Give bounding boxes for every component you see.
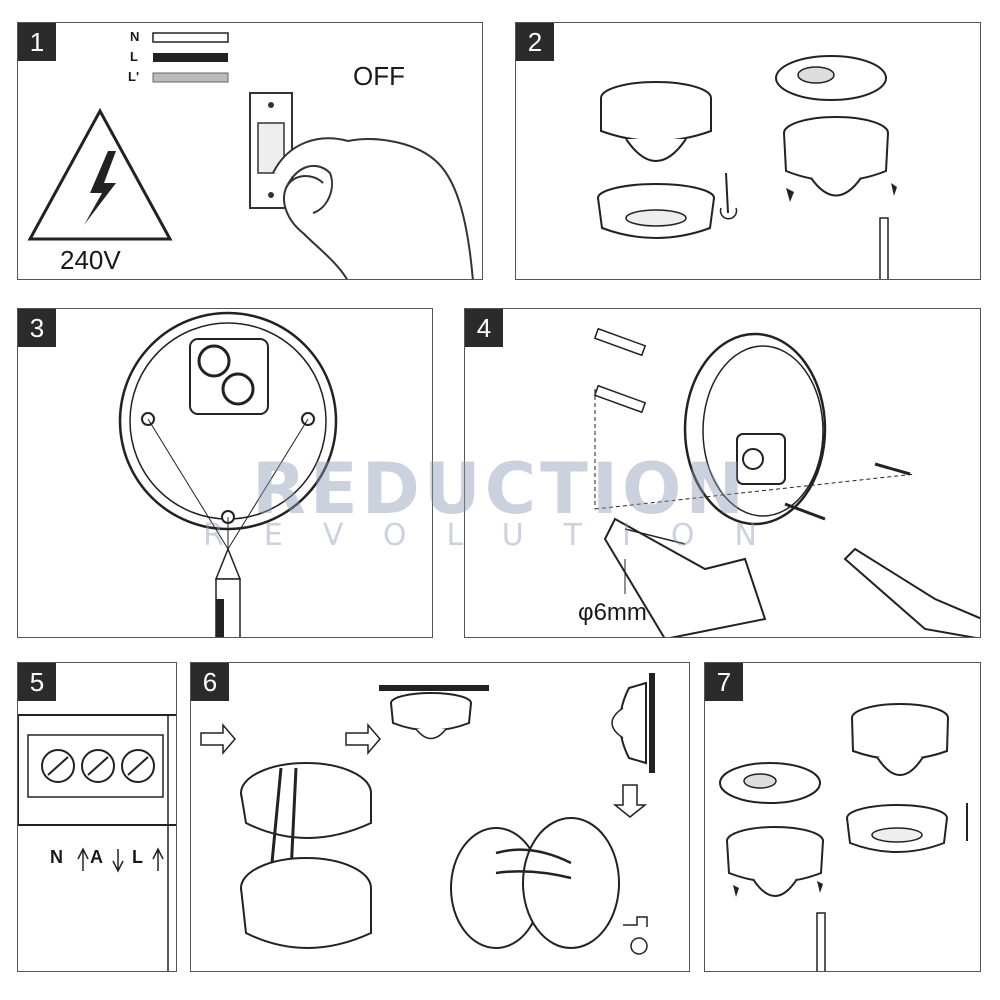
neutral-wire-swatch <box>152 32 229 43</box>
sensor-housing <box>600 98 712 142</box>
arrow-right-icon <box>345 722 381 756</box>
step-5-illustration <box>18 714 176 971</box>
drill-size-label: φ6mm <box>578 599 647 626</box>
screwdriver-icon <box>843 547 980 637</box>
wall-surface <box>649 673 655 773</box>
drill-icon <box>603 517 767 637</box>
lamp-icon <box>630 937 648 955</box>
screw-icon <box>817 881 823 893</box>
voltage-label: 240V <box>60 245 121 275</box>
sensor-housing <box>783 132 889 182</box>
arrow-up-icon <box>77 847 89 871</box>
step-number: 7 <box>705 663 743 701</box>
sensor-housing <box>726 840 824 883</box>
screw-icon <box>891 183 897 196</box>
off-label: OFF <box>353 61 405 91</box>
cable <box>269 767 298 874</box>
mounting-base <box>522 817 620 949</box>
pencil-icon <box>214 546 242 580</box>
terminal-label-l: L <box>132 847 143 867</box>
screw-icon <box>786 188 794 202</box>
mounting-base-side <box>683 332 827 526</box>
terminal-label-a: A <box>90 847 103 867</box>
arrow-down-icon <box>612 784 648 818</box>
step-4-illustration <box>593 327 980 637</box>
wall-plug-icon <box>593 327 647 357</box>
step-4-panel: 4 φ6mm <box>464 308 981 638</box>
hand-illustration <box>272 137 474 279</box>
wall-mounted-sensor <box>619 681 647 765</box>
wire-label-l-prime: L' <box>128 69 140 84</box>
arrow-up-icon <box>152 847 164 871</box>
screwdriver-icon <box>816 912 826 971</box>
arrow-down-icon <box>112 849 124 873</box>
step-number: 1 <box>18 23 56 61</box>
step-number: 3 <box>18 309 56 347</box>
sensor-housing <box>851 717 949 761</box>
ceiling-surface <box>379 685 489 691</box>
step-7-illustration <box>719 703 968 971</box>
step-1-panel: 1 N L L' OFF 240V <box>17 22 483 280</box>
arrow-right-icon <box>200 722 236 756</box>
cable-entry <box>221 372 255 406</box>
switched-live-wire-swatch <box>152 72 229 83</box>
terminal-label-n: N <box>50 847 63 867</box>
live-wire-swatch <box>153 53 228 62</box>
sensor-dome <box>625 138 687 162</box>
step-number: 6 <box>191 663 229 701</box>
ceiling-mounted-sensor <box>390 702 472 732</box>
wire-label-n: N <box>130 29 140 44</box>
screw-icon <box>733 885 739 897</box>
step-6-illustration <box>200 673 655 955</box>
step-5-panel: 5 N A L <box>17 662 177 972</box>
wall-plug-icon <box>593 384 647 414</box>
step-number: 5 <box>18 663 56 701</box>
step-number: 2 <box>516 23 554 61</box>
step-6-panel: 6 <box>190 662 690 972</box>
step-7-panel: 7 <box>704 662 981 972</box>
cable-entry <box>197 344 231 378</box>
step-3-illustration <box>118 311 338 637</box>
lightning-bolt-icon <box>84 151 116 225</box>
step-1-illustration <box>27 32 474 279</box>
step-number: 4 <box>465 309 503 347</box>
cable <box>495 848 572 880</box>
step-2-illustration <box>597 55 897 279</box>
step-3-panel: 3 <box>17 308 433 638</box>
step-2-panel: 2 <box>515 22 981 280</box>
screwdriver-icon <box>879 217 889 279</box>
screw-icon <box>784 502 826 521</box>
wire-label-l: L <box>130 49 138 64</box>
screw-icon <box>874 462 911 476</box>
